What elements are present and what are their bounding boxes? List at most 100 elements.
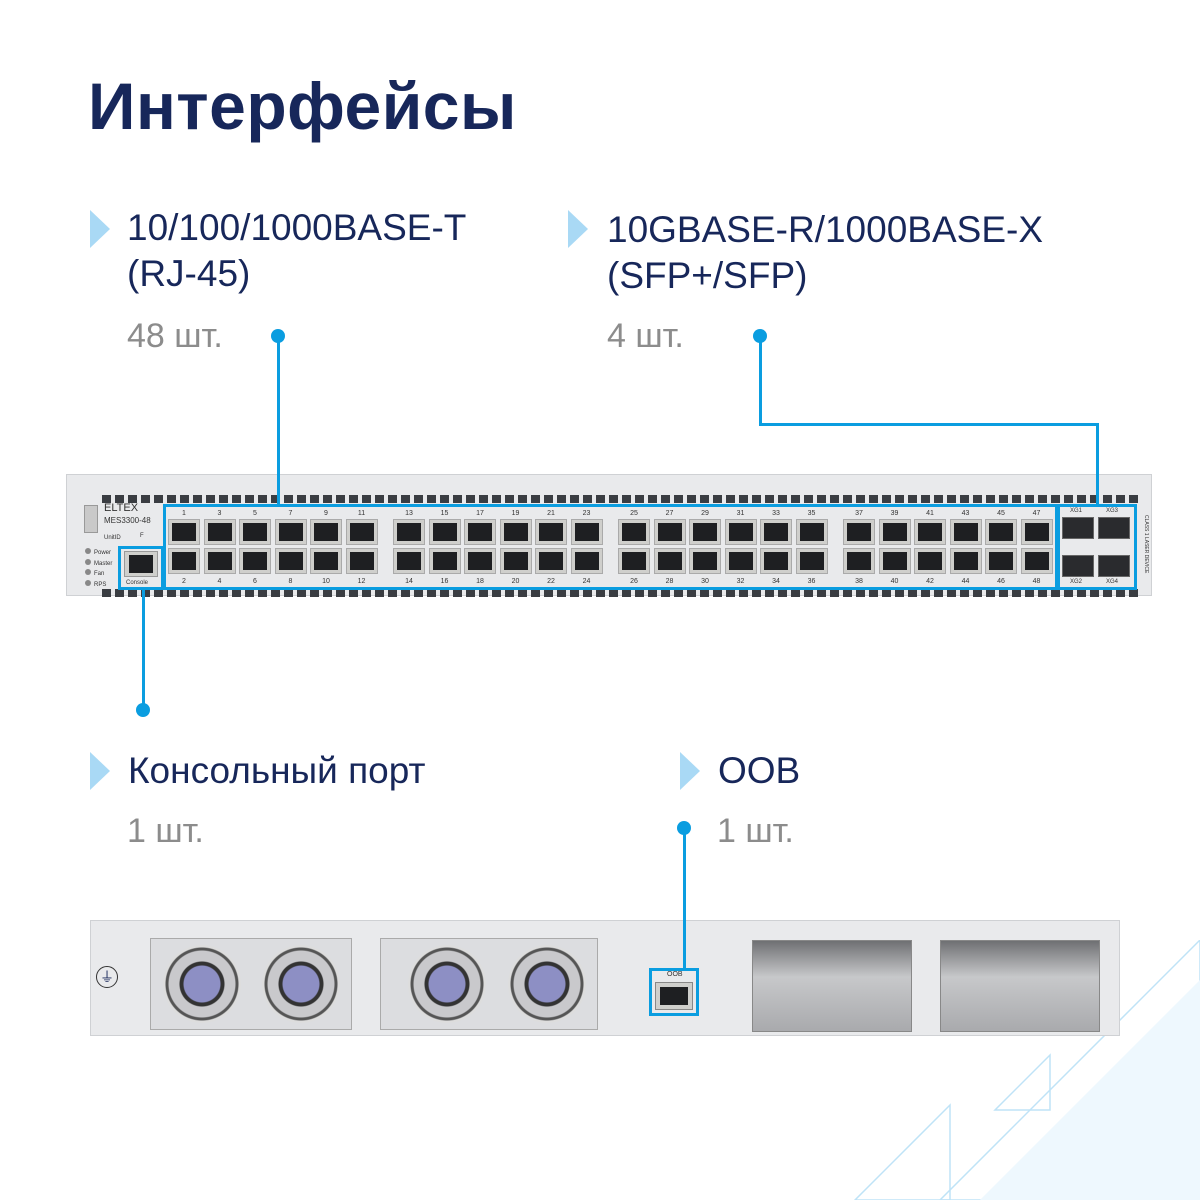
rj45-port-35[interactable] bbox=[795, 519, 828, 545]
port-number-label: 14 bbox=[405, 578, 413, 585]
rj45-callout-line bbox=[277, 336, 280, 506]
port-number-label: 7 bbox=[288, 510, 293, 517]
port-number-label: 43 bbox=[961, 510, 970, 517]
rj45-port-16[interactable] bbox=[428, 548, 461, 574]
rj45-port-2[interactable] bbox=[168, 548, 200, 574]
rj45-port-47[interactable] bbox=[1020, 519, 1053, 545]
brand-logo: ELTEX bbox=[104, 502, 139, 514]
oob-count: 1 шт. bbox=[717, 812, 794, 850]
port-number-label: 3 bbox=[217, 510, 222, 517]
rj45-port-38[interactable] bbox=[843, 548, 875, 574]
rj45-port-36[interactable] bbox=[795, 548, 828, 574]
rj45-port-23[interactable] bbox=[570, 519, 603, 545]
rj45-port-39[interactable] bbox=[878, 519, 911, 545]
port-number-label: 30 bbox=[701, 578, 709, 585]
rj45-port-28[interactable] bbox=[653, 548, 686, 574]
sfp-label-xg4: XG4 bbox=[1106, 579, 1119, 585]
rj45-count: 48 шт. bbox=[127, 317, 223, 355]
rj45-port-25[interactable] bbox=[618, 519, 650, 545]
rj45-port-32[interactable] bbox=[724, 548, 757, 574]
rj45-port-17[interactable] bbox=[464, 519, 496, 545]
rj45-port-9[interactable] bbox=[310, 519, 342, 545]
rj45-port-33[interactable] bbox=[760, 519, 792, 545]
sfp-heading-line1: 10GBASE-R/1000BASE-X bbox=[607, 209, 1043, 250]
led-power: Power bbox=[85, 548, 111, 556]
rj45-port-3[interactable] bbox=[203, 519, 236, 545]
port-number-label: 2 bbox=[182, 578, 186, 585]
console-heading: Консольный порт bbox=[128, 750, 426, 791]
port-number-label: 8 bbox=[288, 578, 293, 585]
rj45-port-46[interactable] bbox=[985, 548, 1017, 574]
rj45-port-4[interactable] bbox=[203, 548, 236, 574]
sfp-port-xg4[interactable] bbox=[1098, 555, 1130, 577]
port-number-label: 27 bbox=[665, 510, 674, 517]
rj45-port-43[interactable] bbox=[949, 519, 982, 545]
rj45-port-20[interactable] bbox=[499, 548, 532, 574]
rj45-heading: 10/100/1000BASE-T(RJ-45) bbox=[127, 205, 466, 297]
rj45-port-18[interactable] bbox=[464, 548, 496, 574]
rj45-port-37[interactable] bbox=[843, 519, 875, 545]
rj45-port-42[interactable] bbox=[914, 548, 946, 574]
console-port[interactable] bbox=[124, 551, 158, 577]
rj45-port-14[interactable] bbox=[393, 548, 425, 574]
sfp-callout-line bbox=[1096, 423, 1099, 506]
port-number-label: 15 bbox=[440, 510, 449, 517]
bullet-marker-icon bbox=[568, 210, 588, 248]
sfp-port-xg1[interactable] bbox=[1062, 517, 1094, 539]
rj45-port-30[interactable] bbox=[689, 548, 721, 574]
console-callout-line bbox=[142, 589, 145, 709]
rj45-port-31[interactable] bbox=[724, 519, 757, 545]
vent-row bbox=[102, 495, 1142, 503]
rj45-port-12[interactable] bbox=[345, 548, 378, 574]
oob-callout-line bbox=[683, 828, 686, 970]
rj45-port-40[interactable] bbox=[878, 548, 911, 574]
led-master: Master bbox=[85, 558, 112, 567]
port-number-label: 48 bbox=[1032, 578, 1041, 585]
rj45-port-24[interactable] bbox=[570, 548, 603, 574]
port-number-label: 11 bbox=[357, 510, 366, 517]
port-number-label: 17 bbox=[476, 510, 484, 517]
rj45-port-7[interactable] bbox=[274, 519, 307, 545]
rj45-port-19[interactable] bbox=[499, 519, 532, 545]
rj45-port-10[interactable] bbox=[310, 548, 342, 574]
rj45-port-15[interactable] bbox=[428, 519, 461, 545]
rj45-port-41[interactable] bbox=[914, 519, 946, 545]
rj45-port-26[interactable] bbox=[618, 548, 650, 574]
console-label: Console bbox=[126, 580, 149, 586]
rj45-port-45[interactable] bbox=[985, 519, 1017, 545]
rj45-port-8[interactable] bbox=[274, 548, 307, 574]
rj45-port-34[interactable] bbox=[760, 548, 792, 574]
port-number-label: 29 bbox=[701, 510, 709, 517]
oob-highlight bbox=[649, 968, 699, 1016]
port-number-label: 36 bbox=[807, 578, 816, 585]
console-highlight bbox=[118, 546, 164, 590]
sfp-port-xg2[interactable] bbox=[1062, 555, 1094, 577]
port-number-label: 47 bbox=[1032, 510, 1041, 517]
rj45-port-5[interactable] bbox=[239, 519, 271, 545]
rj45-port-6[interactable] bbox=[239, 548, 271, 574]
rj45-heading-line2: (RJ-45) bbox=[127, 253, 251, 294]
ground-icon: ⏚ bbox=[96, 966, 118, 988]
model-label: MES3300-48 bbox=[104, 516, 151, 525]
unit-id-display bbox=[84, 505, 98, 533]
rj45-port-11[interactable] bbox=[345, 519, 378, 545]
rj45-port-27[interactable] bbox=[653, 519, 686, 545]
rj45-port-29[interactable] bbox=[689, 519, 721, 545]
port-number-label: 39 bbox=[890, 510, 899, 517]
console-count: 1 шт. bbox=[127, 812, 204, 850]
sfp-label-xg1: XG1 bbox=[1070, 508, 1083, 514]
rj45-port-48[interactable] bbox=[1020, 548, 1053, 574]
sfp-count: 4 шт. bbox=[607, 317, 684, 355]
led-fan: Fan bbox=[85, 569, 104, 577]
oob-label: OOB bbox=[667, 971, 683, 978]
console-callout-dot bbox=[136, 703, 150, 717]
rj45-port-21[interactable] bbox=[535, 519, 567, 545]
rj45-port-22[interactable] bbox=[535, 548, 567, 574]
sfp-port-xg3[interactable] bbox=[1098, 517, 1130, 539]
rj45-port-44[interactable] bbox=[949, 548, 982, 574]
oob-port[interactable] bbox=[655, 982, 693, 1010]
rj45-port-1[interactable] bbox=[168, 519, 200, 545]
oob-callout-dot bbox=[677, 821, 691, 835]
rj45-port-13[interactable] bbox=[393, 519, 425, 545]
bullet-marker-icon bbox=[90, 210, 110, 248]
